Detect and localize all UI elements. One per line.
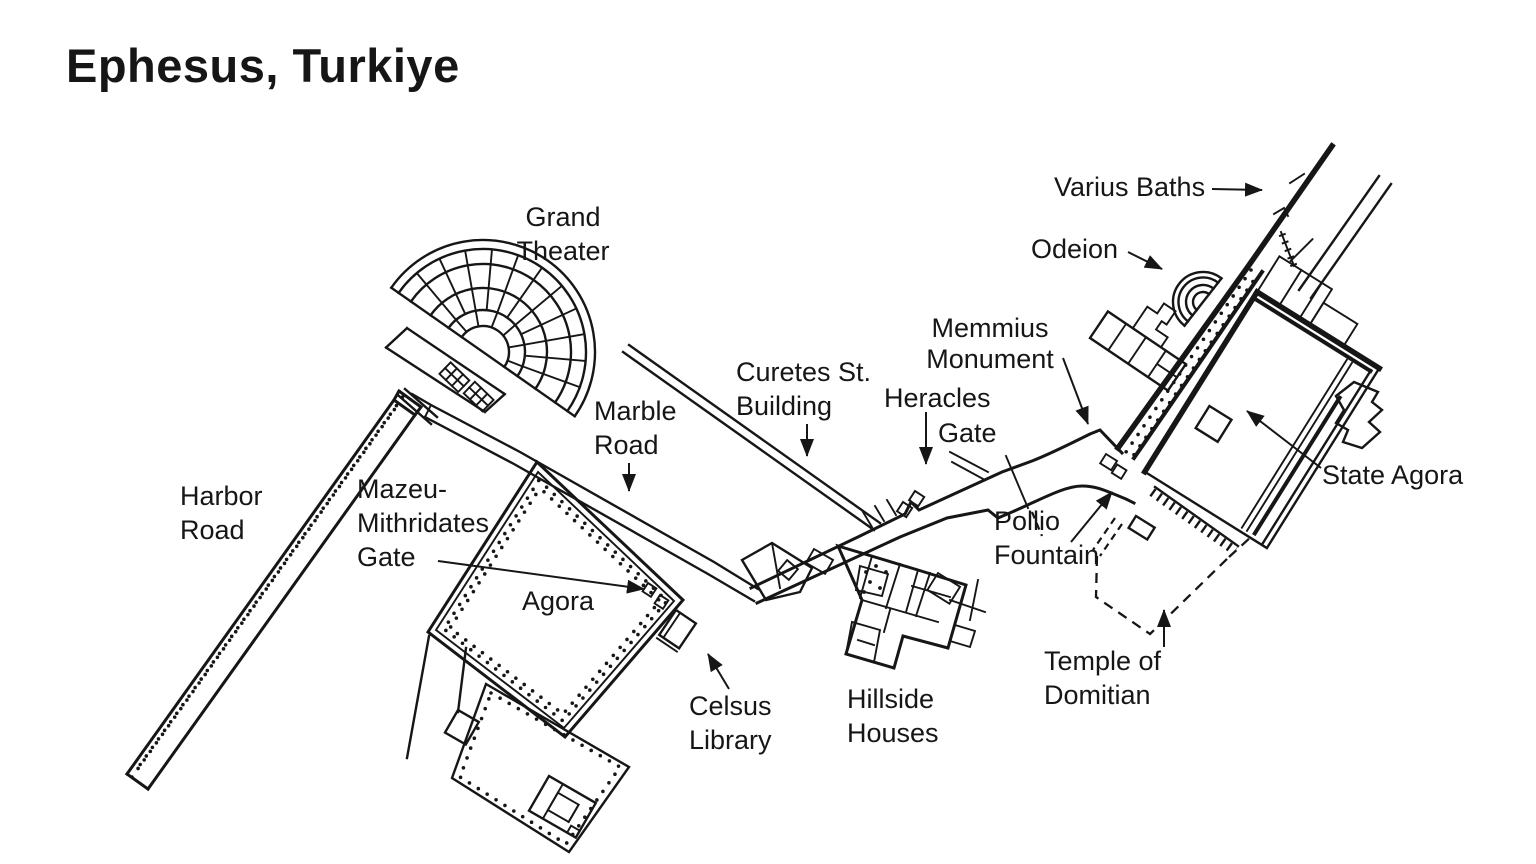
leader-arrow-pollio xyxy=(1070,491,1113,543)
basilica-stoa-band xyxy=(1124,268,1265,461)
agora-plan xyxy=(405,459,686,760)
leader-arrow-celsus xyxy=(707,653,730,690)
label-heracles: Heracles xyxy=(884,383,991,413)
label-celsus-library: Celsus Library xyxy=(689,691,772,755)
varius-baths-road xyxy=(1114,142,1336,452)
leader-arrow-varius-baths xyxy=(1211,182,1263,197)
temple-of-domitian-plan xyxy=(1094,535,1253,636)
label-hillside-houses: Hillside Houses xyxy=(847,684,939,748)
marble-road-plan xyxy=(410,392,760,603)
upper-agora-buildings xyxy=(1088,302,1188,393)
theater-west-walls xyxy=(397,387,439,426)
state-agora-steps xyxy=(1149,485,1240,555)
grand-theater-plan xyxy=(384,238,597,418)
label-agora: Agora xyxy=(522,586,595,616)
label-varius-baths: Varius Baths xyxy=(1054,172,1206,202)
page-title: Ephesus, Turkiye xyxy=(66,39,460,92)
celsus-library-plan xyxy=(655,608,698,653)
south-agora-building-plan xyxy=(443,682,631,854)
leader-arrow-state-agora xyxy=(1246,410,1322,469)
curetes-street-building-plan xyxy=(621,343,882,532)
label-pollio-fountain: Pollio Fountain xyxy=(994,506,1100,570)
hillside-houses-plan xyxy=(740,541,987,670)
label-temple-of-domitian: Temple of Domitian xyxy=(1044,646,1162,710)
leader-arrow-mazeu-gate xyxy=(437,560,645,594)
label-curetes-st-building: Curetes St. Building xyxy=(736,357,872,421)
label-state-agora: State Agora xyxy=(1322,460,1464,490)
label-marble-road: Marble Road xyxy=(594,396,677,460)
label-heracles-gate-word: Gate xyxy=(938,418,997,448)
upper-road xyxy=(1272,172,1393,300)
label-harbor-road: Harbor Road xyxy=(180,481,263,545)
pollio-fountain-plan xyxy=(1092,452,1157,557)
odeion-plan xyxy=(1171,270,1224,328)
ruin-fragment xyxy=(1334,380,1384,450)
label-memmius-monument: Memmius Monument xyxy=(926,313,1054,374)
harbor-road-plan xyxy=(124,388,424,792)
leader-arrow-memmius xyxy=(1062,357,1089,425)
label-mazeu-mithridates-gate: Mazeu- Mithridates Gate xyxy=(357,474,490,572)
heracles-gate-plan xyxy=(861,489,926,529)
label-grand-theater: Grand Theater xyxy=(516,202,610,266)
leader-arrow-odeion xyxy=(1127,251,1163,270)
label-odeion: Odeion xyxy=(1031,234,1119,264)
state-agora-plan xyxy=(1140,237,1384,550)
